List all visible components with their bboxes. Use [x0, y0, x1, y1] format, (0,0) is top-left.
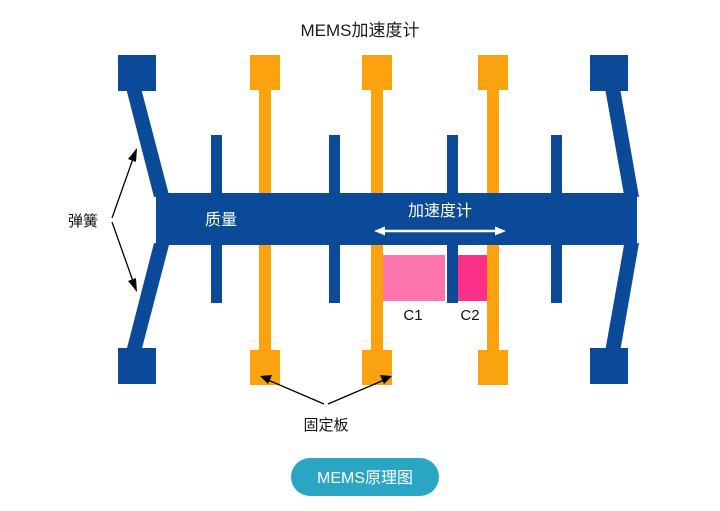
spring-annotation-group: 弹簧 — [68, 148, 137, 292]
fixed-plate-top-1-stem — [259, 88, 271, 196]
mass-finger-bottom-4 — [551, 241, 562, 303]
caption-badge[interactable]: MEMS原理图 — [291, 458, 439, 496]
caption-badge-label: MEMS原理图 — [317, 470, 413, 487]
fixed-plate-top-2-stem — [371, 88, 383, 196]
mass-finger-bottom-3-overlay — [447, 241, 458, 303]
fixed-plate-arrow-head-right-icon — [380, 375, 392, 384]
capacitor-c2-region — [456, 255, 491, 301]
proof-mass-bar — [156, 193, 637, 245]
arrow-head-right-icon — [495, 226, 506, 236]
anchor-pad-bottom-right — [590, 348, 628, 384]
fixed-plate-bottom-3-pad — [478, 350, 508, 385]
fixed-plate-top-2-pad — [362, 55, 392, 90]
fixed-plate-top-1-pad — [250, 55, 280, 90]
caption-badge-pill[interactable] — [291, 458, 439, 496]
fixed-plate-arrow-head-left-icon — [260, 375, 272, 384]
mass-finger-bottom-2 — [329, 241, 340, 303]
arrow-head-left-icon — [374, 226, 385, 236]
anchor-pad-bottom-left — [118, 348, 156, 384]
fixed-plate-bottom-2-stem-overlay — [371, 245, 383, 353]
fixed-plate-bottom-1-stem — [259, 245, 271, 353]
spring-leg-top-left — [126, 88, 169, 197]
capacitor-c1-label: C1 — [403, 307, 422, 324]
fixed-plates-top-group — [250, 55, 508, 196]
fixed-plate-bottom-3-stem-overlay — [487, 245, 499, 353]
capacitor-regions-group — [381, 255, 491, 301]
acceleration-direction-arrow — [374, 226, 506, 236]
fixed-plate-top-3-pad — [478, 55, 508, 90]
page-title: MEMS加速度计 — [301, 21, 420, 40]
spring-legs-group — [126, 88, 639, 352]
mass-finger-top-4 — [551, 135, 562, 197]
accelerometer-label: 加速度计 — [408, 202, 472, 220]
mass-finger-bottom-1 — [211, 241, 222, 303]
spring-leg-bottom-right — [605, 243, 639, 352]
spring-arrow-head-down-icon — [128, 278, 137, 292]
capacitor-c2-label: C2 — [460, 307, 479, 324]
spring-leg-bottom-left — [126, 243, 169, 352]
capacitor-c1-region — [381, 255, 445, 301]
spring-leg-top-right — [605, 88, 639, 197]
anchor-pads-group — [118, 55, 628, 384]
fixed-plate-annotation-group: 固定板 — [260, 375, 392, 434]
spring-label: 弹簧 — [68, 213, 98, 230]
mass-finger-top-3 — [447, 135, 458, 197]
mass-fingers-top-group — [211, 135, 562, 197]
fixed-plate-top-3-stem — [487, 88, 499, 196]
anchor-pad-top-right — [590, 55, 628, 91]
spring-arrow-head-up-icon — [128, 148, 137, 162]
fixed-plate-label: 固定板 — [303, 416, 348, 434]
mass-finger-top-2 — [329, 135, 340, 197]
mass-finger-top-1 — [211, 135, 222, 197]
mass-label: 质量 — [205, 211, 237, 229]
anchor-pad-top-left — [118, 55, 156, 91]
